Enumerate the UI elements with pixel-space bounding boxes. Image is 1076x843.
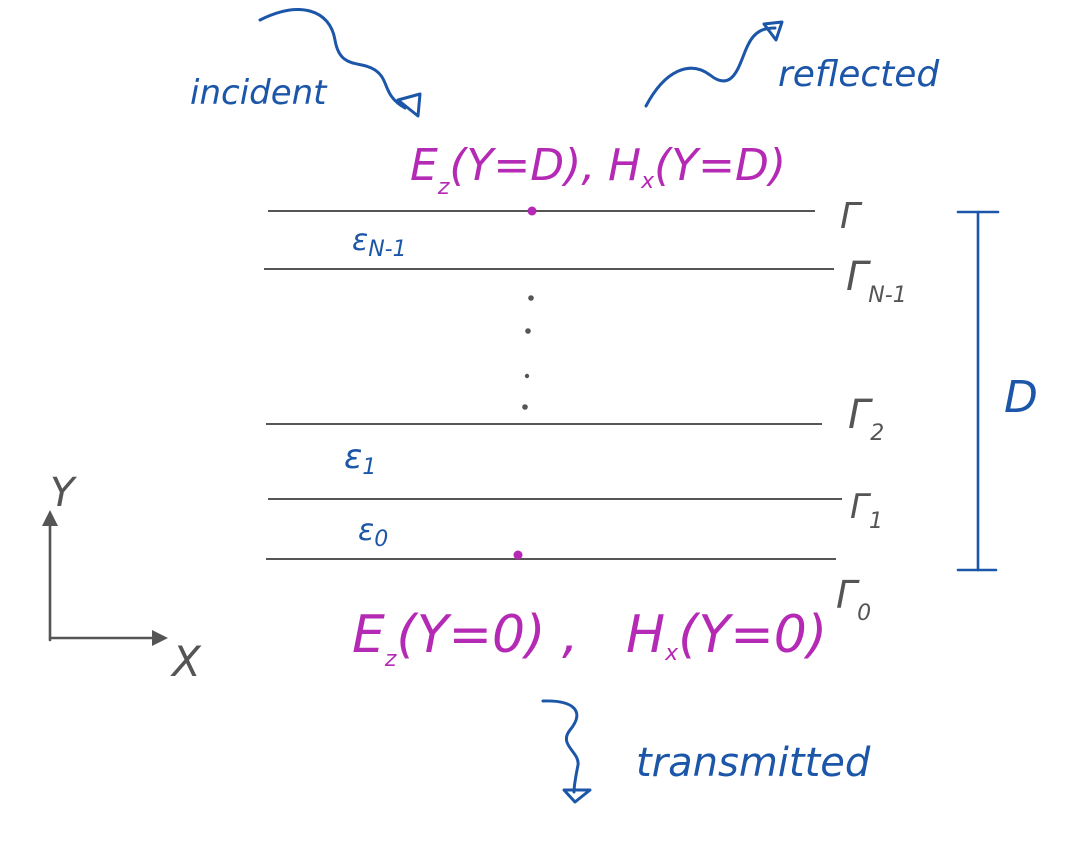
interface-label-n-minus-1: ΓN-1	[846, 254, 907, 308]
interface-label-2: Γ2	[848, 392, 884, 446]
reflected-label: reflected	[778, 54, 940, 95]
incident-label: incident	[190, 73, 328, 113]
bottom-e-field: Ez(Y=0) ,	[352, 605, 578, 672]
thickness-bracket	[956, 210, 1000, 572]
y-axis-label: Y	[50, 470, 78, 516]
x-axis-label: X	[170, 637, 202, 686]
transmitted-label: transmitted	[636, 740, 871, 786]
interface-label-0: Γ0	[836, 573, 871, 626]
bottom-h-field: Hx(Y=0)	[626, 605, 827, 666]
top-field-point	[527, 206, 537, 216]
transmitted-wave-arrow	[541, 699, 592, 804]
top-e-field: Ez(Y=D),	[410, 140, 595, 200]
coordinate-axes	[48, 520, 160, 642]
interface-label-top: Γ	[840, 196, 863, 237]
x-axis-arrowhead	[152, 630, 168, 646]
y-axis-arrowhead	[42, 510, 58, 526]
reflected-wave-arrow	[644, 20, 784, 108]
bottom-field-point	[513, 550, 523, 560]
top-h-field: Hx(Y=D)	[608, 140, 786, 194]
ellipsis-dots	[522, 295, 534, 410]
layer-label-n-minus-1: εN-1	[352, 223, 407, 262]
interface-label-1: Γ1	[850, 487, 883, 534]
incident-wave-arrow	[258, 8, 422, 118]
layer-label-0: ε0	[358, 513, 388, 552]
thickness-label: D	[1004, 372, 1038, 423]
layer-label-1: ε1	[344, 437, 376, 480]
